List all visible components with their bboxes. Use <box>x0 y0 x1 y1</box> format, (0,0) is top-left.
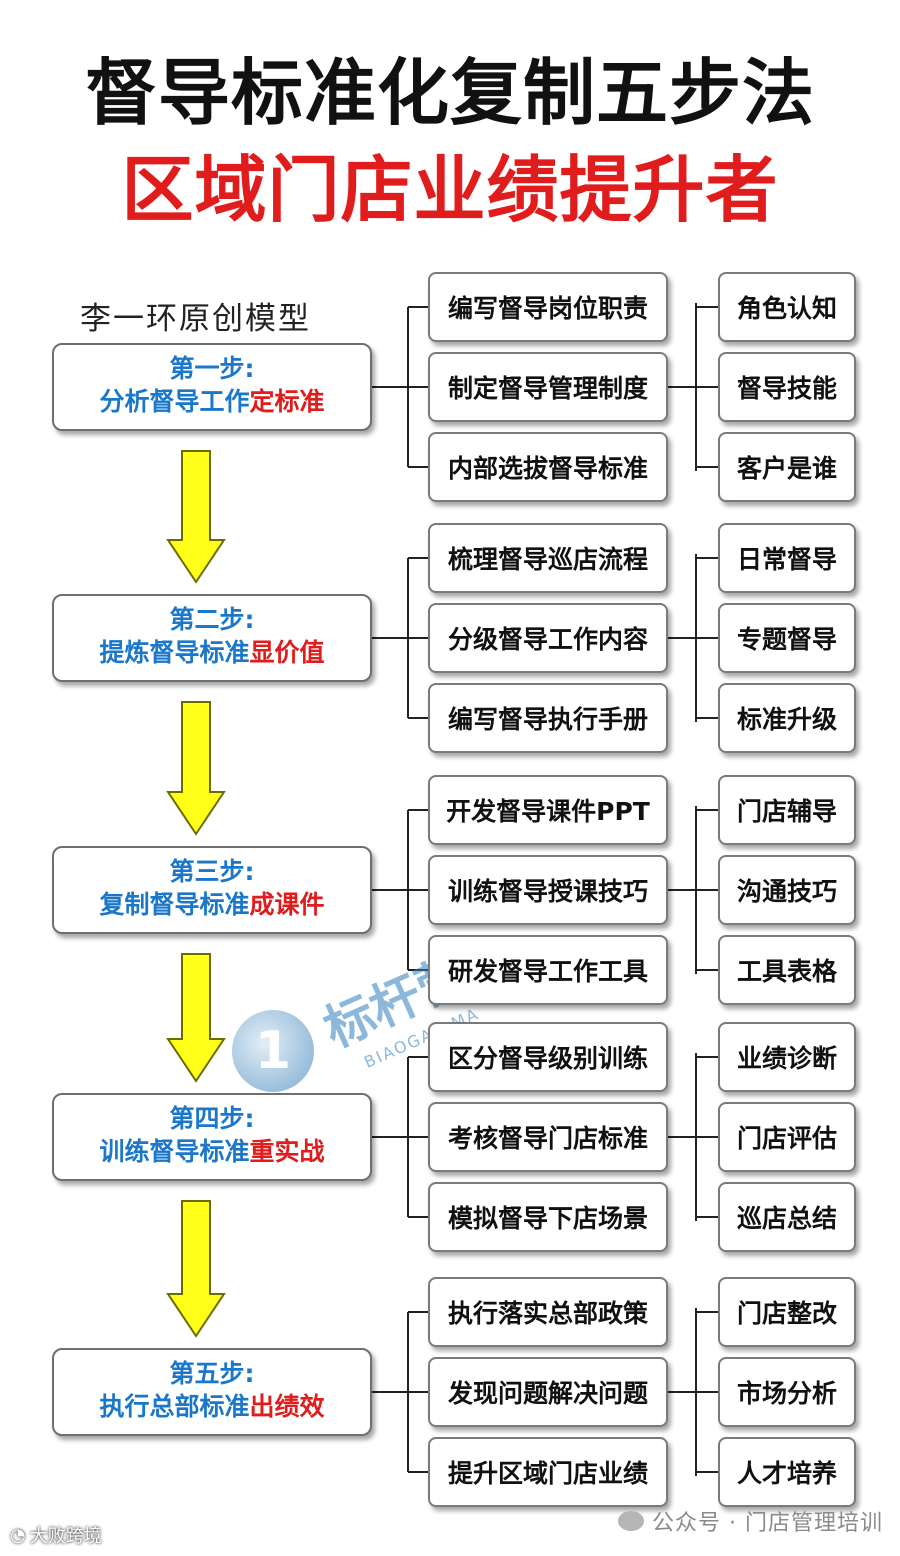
author-note: 李一环原创模型 <box>80 301 311 337</box>
step-desc-main: 复制督导标准 <box>99 890 250 919</box>
step-desc-highlight: 显价值 <box>249 638 325 667</box>
brand-icon: ◔ <box>10 1524 26 1546</box>
task-box: 发现问题解决问题 <box>428 1357 668 1427</box>
point-box: 门店评估 <box>718 1102 856 1172</box>
task-box: 区分督导级别训练 <box>428 1022 668 1092</box>
point-box: 客户是谁 <box>718 432 856 502</box>
down-arrow-icon <box>166 1200 226 1338</box>
point-box: 工具表格 <box>718 935 856 1005</box>
point-box: 标准升级 <box>718 683 856 753</box>
point-box: 巡店总结 <box>718 1182 856 1252</box>
point-box: 市场分析 <box>718 1357 856 1427</box>
task-box: 执行落实总部政策 <box>428 1277 668 1347</box>
point-box: 人才培养 <box>718 1437 856 1507</box>
point-box: 门店整改 <box>718 1277 856 1347</box>
task-box: 分级督导工作内容 <box>428 603 668 673</box>
point-box: 业绩诊断 <box>718 1022 856 1092</box>
step-title: 第四步: <box>169 1104 255 1133</box>
step-desc: 训练督导标准重实战 <box>54 1135 370 1169</box>
step-desc: 提炼督导标准显价值 <box>54 636 370 670</box>
wechat-icon <box>618 1511 644 1531</box>
footer-watermark-text: 公众号 · 门店管理培训 <box>652 1511 883 1536</box>
step-desc-main: 提炼督导标准 <box>99 638 250 667</box>
step-title: 第一步: <box>169 354 255 383</box>
step-desc-main: 执行总部标准 <box>99 1392 250 1421</box>
task-box: 梳理督导巡店流程 <box>428 523 668 593</box>
task-box: 考核督导门店标准 <box>428 1102 668 1172</box>
point-box: 门店辅导 <box>718 775 856 845</box>
step-desc-highlight: 定标准 <box>249 387 325 416</box>
step-box-1: 第一步:分析督导工作定标准 <box>52 343 372 431</box>
step-title: 第五步: <box>169 1359 255 1388</box>
down-arrow-icon <box>166 450 226 584</box>
step-box-4: 第四步:训练督导标准重实战 <box>52 1093 372 1181</box>
down-arrow-icon <box>166 953 226 1083</box>
step-desc-highlight: 成课件 <box>249 890 325 919</box>
step-box-5: 第五步:执行总部标准出绩效 <box>52 1348 372 1436</box>
step-desc: 复制督导标准成课件 <box>54 888 370 922</box>
page-subtitle: 区域门店业绩提升者 <box>121 148 779 232</box>
down-arrow-icon <box>166 701 226 836</box>
point-box: 日常督导 <box>718 523 856 593</box>
step-desc-highlight: 重实战 <box>249 1137 325 1166</box>
step-desc: 执行总部标准出绩效 <box>54 1390 370 1424</box>
task-box: 训练督导授课技巧 <box>428 855 668 925</box>
watermark-logo-icon: 1 <box>232 1010 314 1092</box>
task-box: 制定督导管理制度 <box>428 352 668 422</box>
point-box: 督导技能 <box>718 352 856 422</box>
step-desc-main: 分析督导工作 <box>99 387 250 416</box>
task-box: 内部选拔督导标准 <box>428 432 668 502</box>
task-box: 编写督导执行手册 <box>428 683 668 753</box>
point-box: 专题督导 <box>718 603 856 673</box>
task-box: 研发督导工作工具 <box>428 935 668 1005</box>
point-box: 角色认知 <box>718 272 856 342</box>
step-title: 第二步: <box>169 605 255 634</box>
task-box: 编写督导岗位职责 <box>428 272 668 342</box>
step-desc-highlight: 出绩效 <box>249 1392 325 1421</box>
footer-watermark: 公众号 · 门店管理培训 <box>618 1505 883 1537</box>
step-desc-main: 训练督导标准 <box>99 1137 250 1166</box>
step-title: 第三步: <box>169 857 255 886</box>
point-box: 沟通技巧 <box>718 855 856 925</box>
page-title: 督导标准化复制五步法 <box>84 51 815 135</box>
step-desc: 分析督导工作定标准 <box>54 385 370 419</box>
corner-watermark: ◔ 大败跨境 <box>10 1522 102 1548</box>
task-box: 模拟督导下店场景 <box>428 1182 668 1252</box>
task-box: 开发督导课件PPT <box>428 775 668 845</box>
step-box-2: 第二步:提炼督导标准显价值 <box>52 594 372 682</box>
corner-watermark-text: 大败跨境 <box>29 1526 102 1547</box>
task-box: 提升区域门店业绩 <box>428 1437 668 1507</box>
step-box-3: 第三步:复制督导标准成课件 <box>52 846 372 934</box>
